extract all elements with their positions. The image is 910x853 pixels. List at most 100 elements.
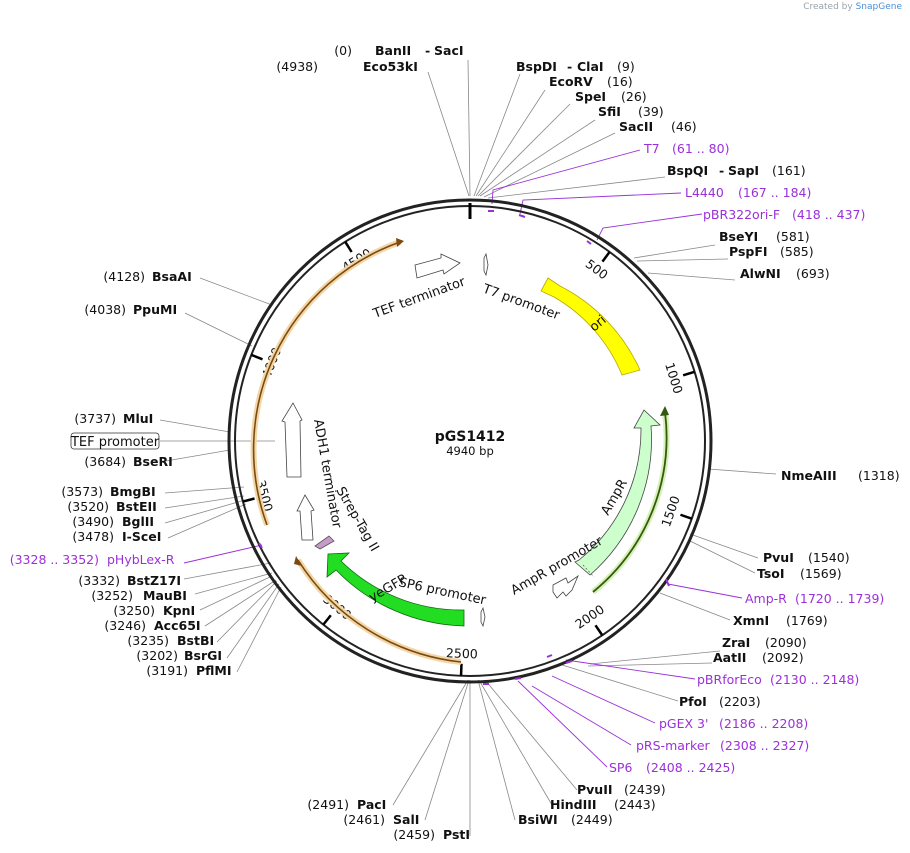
enzyme-name: SapI [728, 163, 759, 178]
primer-range: (2186 .. 2208) [719, 716, 808, 731]
primer-name: pBR322ori-F [703, 207, 780, 222]
enzyme-position: (2449) [571, 812, 613, 827]
tick-mark [680, 513, 693, 520]
enzyme-position: (2092) [762, 650, 804, 665]
primer-name: pGEX 3' [659, 716, 708, 731]
enzyme-name: MluI [123, 411, 153, 426]
plasmid-name: pGS1412 [435, 429, 506, 445]
enzyme-name: PfoI [679, 694, 707, 709]
enzyme-position: (3202) [136, 648, 178, 663]
enzyme-name: BglII [122, 514, 154, 529]
enzyme-name: PvuII [577, 782, 613, 797]
enzyme-name: EcoRV [549, 74, 593, 89]
primer-name: T7 [643, 141, 660, 156]
enzyme-position: (3684) [84, 454, 126, 469]
enzyme-name: BsiWI [518, 812, 558, 827]
tick-label: 1000 [662, 361, 686, 396]
tick-label: 1500 [658, 494, 683, 529]
primer-name: Amp-R [745, 591, 787, 606]
enzyme-position: (1318) [858, 468, 900, 483]
primer-name: pRS-marker [636, 738, 711, 753]
enzyme-name: PspFI [729, 244, 768, 259]
enzyme-position: (3478) [72, 529, 114, 544]
tick-mark [601, 251, 611, 263]
tick-label: 2500 [446, 645, 478, 661]
enzyme-position: (4128) [103, 269, 145, 284]
enzyme-name: BstZ17I [127, 573, 181, 588]
enzyme-position: (2491) [307, 797, 349, 812]
enzyme-position: (3246) [104, 618, 146, 633]
primer-name: L4440 [685, 185, 724, 200]
adh1-terminator-arrow-lower [296, 494, 315, 541]
site-separator: - [425, 43, 430, 58]
enzyme-name: BstBI [177, 633, 214, 648]
enzyme-name: BsrGI [184, 648, 222, 663]
label-tef-promoter: TEF promoter [70, 435, 160, 450]
enzyme-name: Acc65I [154, 618, 201, 633]
enzyme-name: ClaI [577, 59, 604, 74]
enzyme-position: (1540) [808, 550, 850, 565]
enzyme-name: BstEII [116, 499, 157, 514]
enzyme-name: SacI [434, 43, 464, 58]
primer-leader-lines [183, 149, 743, 768]
label-tef-terminator: TEF terminator [370, 274, 468, 322]
tick-mark [322, 614, 332, 626]
enzyme-name: SfiI [598, 104, 621, 119]
enzyme-position: (4938) [276, 59, 318, 74]
enzyme-name: BanII [375, 43, 411, 58]
enzyme-name: MauBI [143, 588, 187, 603]
enzyme-name: PvuI [763, 550, 794, 565]
enzyme-name: PpuMI [133, 302, 177, 317]
sp6-promoter-arrow [480, 606, 486, 628]
strep-tag-feature [314, 535, 335, 550]
enzyme-name: SacII [619, 119, 653, 134]
ampr-green-arc [591, 406, 670, 595]
enzyme-position: (2459) [393, 827, 435, 842]
enzyme-position: (161) [772, 163, 806, 178]
enzyme-position: (26) [621, 89, 647, 104]
enzyme-name: XmnI [733, 613, 769, 628]
enzyme-position: (3250) [113, 603, 155, 618]
primer-range: (3328 .. 3352) [10, 552, 99, 567]
ampr-feature [574, 409, 661, 576]
primer-range: (418 .. 437) [792, 207, 865, 222]
enzyme-position: (3235) [127, 633, 169, 648]
primer-name: pHybLex-R [107, 552, 175, 567]
enzyme-name: NmeAIII [781, 468, 837, 483]
enzyme-name: PstI [443, 827, 470, 842]
tick-mark [594, 624, 604, 636]
t7-promoter-arrow [483, 252, 489, 277]
enzyme-position: (1769) [786, 613, 828, 628]
ampr-promoter-arrow [552, 574, 579, 599]
plasmid-length: 4940 bp [446, 444, 494, 458]
enzyme-position: (2090) [765, 635, 807, 650]
enzyme-name: I-SceI [122, 529, 161, 544]
enzyme-name: BspDI [516, 59, 557, 74]
primer-range: (167 .. 184) [738, 185, 811, 200]
enzyme-name: ZraI [722, 635, 750, 650]
enzyme-name: BsaAI [152, 269, 192, 284]
enzyme-position: (4038) [84, 302, 126, 317]
enzyme-position: (3573) [61, 484, 103, 499]
orange-arcs [250, 238, 462, 665]
enzyme-name: BseRI [133, 454, 173, 469]
enzyme-position: (3332) [78, 573, 120, 588]
enzyme-name: PacI [357, 797, 386, 812]
leader-lines [159, 59, 777, 836]
enzyme-position: (585) [780, 244, 814, 259]
enzyme-position: (0) [334, 43, 352, 58]
enzyme-position: (9) [617, 59, 635, 74]
primer-name: pBRforEco [697, 672, 762, 687]
site-separator: - [567, 59, 572, 74]
snapgene-brand: SnapGene [855, 2, 902, 12]
enzyme-name: BseYI [719, 229, 758, 244]
enzyme-name: PflMI [196, 663, 232, 678]
enzyme-position: (3520) [67, 499, 109, 514]
primer-name: SP6 [609, 760, 632, 775]
enzyme-position: (3191) [146, 663, 188, 678]
primer-range: (1720 .. 1739) [795, 591, 884, 606]
adh1-terminator-arrow-upper [281, 402, 303, 478]
enzyme-position: (693) [796, 266, 830, 281]
